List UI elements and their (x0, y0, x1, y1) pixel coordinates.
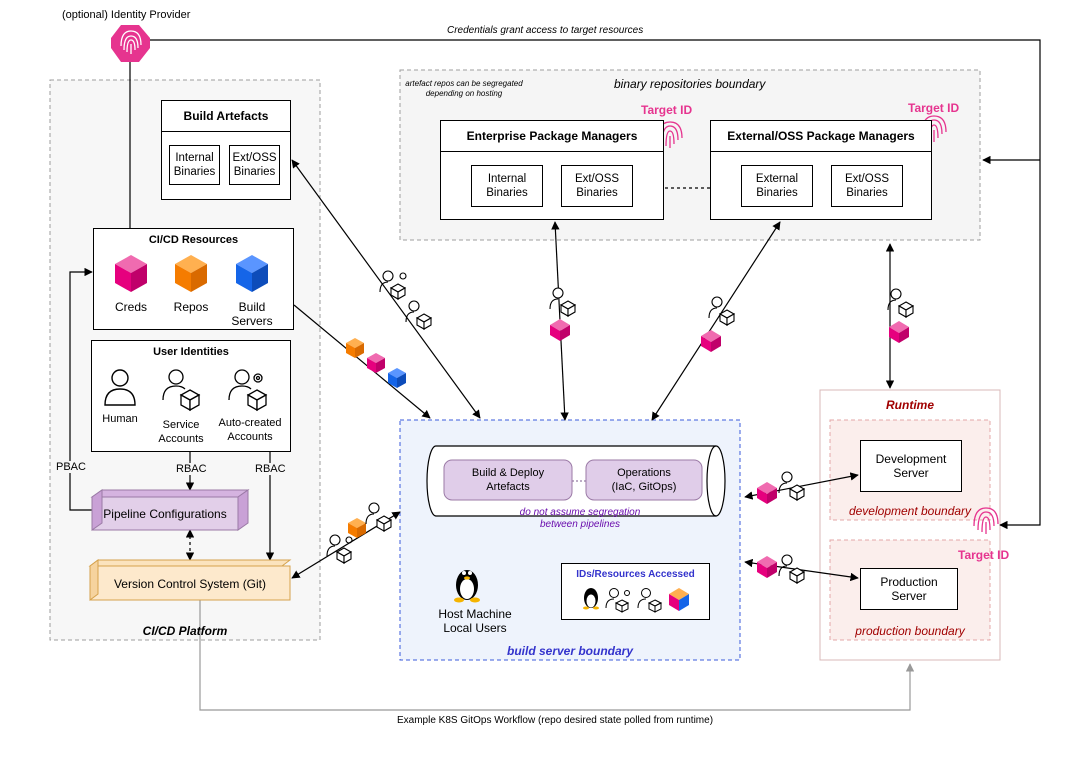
repos-label: Repos (173, 300, 209, 314)
credentials-note: Credentials grant access to target resou… (447, 25, 644, 36)
cicd-platform-label: CI/CD Platform (142, 624, 228, 638)
vcs-label: Version Control System (Git) (113, 577, 267, 591)
pipeline-configurations-shape (90, 489, 250, 531)
creds-cube-icon (701, 330, 721, 352)
service-account-icon (708, 296, 736, 326)
rbac-label-right: RBAC (255, 463, 286, 475)
build-servers-cube-icon (388, 368, 406, 388)
operations-pill (585, 459, 703, 501)
human-label: Human (102, 413, 138, 425)
enterprise-title: Enterprise Package Managers (441, 121, 663, 152)
human-icon (104, 369, 136, 406)
creds-label: Creds (114, 300, 147, 314)
auto-created-account-icon (228, 369, 268, 412)
build-server-label: build server boundary (506, 644, 634, 658)
creds-cube-icon (550, 319, 570, 341)
build-servers-cube-icon (236, 255, 268, 292)
service-account-icon (778, 554, 806, 584)
identity-provider-label: (optional) Identity Provider (62, 9, 191, 21)
linux-tux-icon (583, 588, 599, 610)
multi-resource-cube-icon (669, 588, 689, 611)
repos-cube-icon (348, 518, 366, 538)
operations-label: Operations(IaC, GitOps) (611, 467, 677, 493)
creds-cube-icon (367, 353, 385, 373)
service-account-icon (162, 369, 201, 412)
development-boundary-label: development boundary (848, 504, 972, 518)
service-account-icon (365, 502, 393, 532)
repos-cube-icon (346, 338, 364, 358)
production-boundary-label: production boundary (855, 624, 965, 638)
service-account-icon (549, 287, 577, 317)
binary-repos-label: binary repositories boundary (614, 77, 766, 91)
build-artefacts-title: Build Artefacts (162, 101, 290, 132)
target-id-label-3: Target ID (958, 548, 1010, 562)
creds-cube-icon (757, 556, 777, 578)
linux-tux-icon (454, 570, 480, 603)
target-id-label-1: Target ID (641, 103, 693, 117)
pipeline-configurations-label: Pipeline Configurations (103, 507, 227, 521)
pbac-label: PBAC (56, 461, 86, 473)
ids-resources-title: IDs/Resources Accessed (576, 569, 695, 580)
user-identities-title: User Identities (153, 346, 229, 358)
target-id-label-2: Target ID (908, 101, 960, 115)
service-account-icon (778, 471, 806, 501)
build-deploy-pill (443, 459, 573, 501)
external-title: External/OSS Package Managers (711, 121, 931, 152)
creds-cube-icon (889, 321, 909, 343)
auto-created-account-icon (605, 588, 630, 613)
creds-cube-icon (115, 255, 147, 292)
service-account-icon (405, 300, 433, 330)
repos-cube-icon (175, 255, 207, 292)
cicd-resources-title: CI/CD Resources (148, 234, 239, 246)
auto-created-account-icon (326, 534, 353, 564)
gitops-note: Example K8S GitOps Workflow (repo desire… (396, 715, 714, 726)
vcs-shape (88, 559, 292, 601)
runtime-label: Runtime (886, 398, 934, 412)
fingerprint-icon (973, 507, 999, 534)
auto-created-account-icon (379, 270, 407, 300)
rbac-label-left: RBAC (176, 463, 207, 475)
service-account-icon (637, 588, 663, 613)
service-account-icon (887, 288, 915, 318)
creds-cube-icon (757, 482, 777, 504)
